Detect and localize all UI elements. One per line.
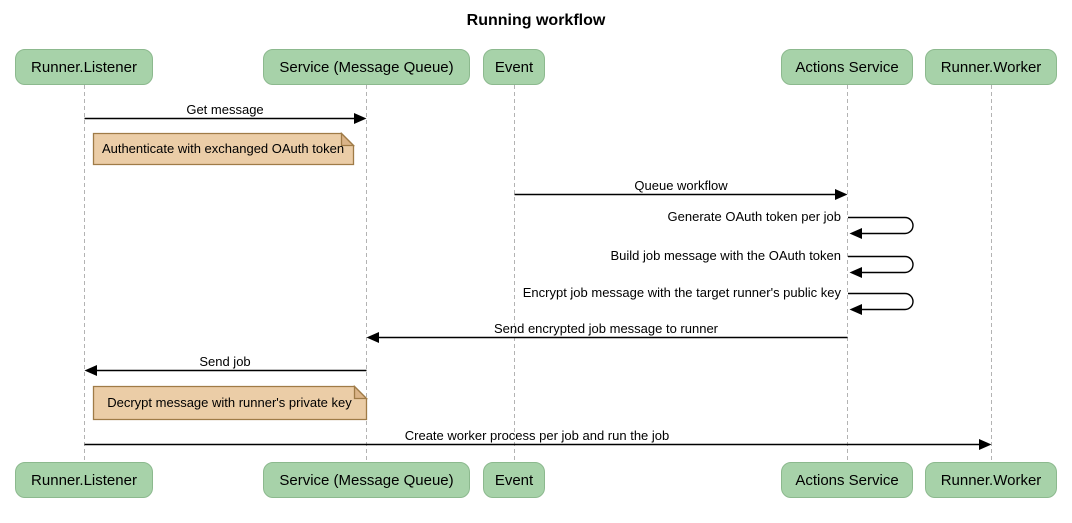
note-shapes bbox=[92, 131, 369, 421]
arrowhead-encrypt-job-message bbox=[849, 304, 862, 315]
message-arrows bbox=[84, 113, 992, 450]
participant-label: Actions Service bbox=[795, 58, 899, 76]
participant-event-bottom: Event bbox=[483, 462, 545, 498]
arrowhead-build-job-message bbox=[849, 267, 862, 278]
diagram-title: Running workflow bbox=[466, 12, 606, 29]
participant-label: Event bbox=[494, 471, 534, 489]
self-loop-generate-oauth bbox=[848, 216, 914, 235]
participant-runner-listener-bottom: Runner.Listener bbox=[15, 462, 153, 498]
participant-event-top: Event bbox=[483, 49, 545, 85]
self-loop-encrypt-job-message bbox=[848, 292, 914, 311]
message-label-create-worker: Create worker process per job and run th… bbox=[404, 428, 670, 443]
message-label-get-message: Get message bbox=[186, 102, 264, 117]
message-label-send-encrypted: Send encrypted job message to runner bbox=[493, 321, 719, 336]
message-label-generate-oauth: Generate OAuth token per job bbox=[667, 209, 841, 224]
participant-service-message-queue-bottom: Service (Message Queue) bbox=[263, 462, 470, 498]
participant-service-message-queue-top: Service (Message Queue) bbox=[263, 49, 470, 85]
participant-runner-worker-bottom: Runner.Worker bbox=[925, 462, 1057, 498]
arrowhead-send-job bbox=[84, 365, 97, 376]
note-authenticate: Authenticate with exchanged OAuth token bbox=[101, 141, 345, 156]
message-label-send-job: Send job bbox=[199, 354, 251, 369]
arrowhead-queue-workflow bbox=[835, 189, 848, 200]
participant-label: Runner.Worker bbox=[940, 471, 1042, 489]
participant-actions-service-top: Actions Service bbox=[781, 49, 913, 85]
self-loop-build-job-message bbox=[848, 255, 914, 274]
participant-runner-worker-top: Runner.Worker bbox=[925, 49, 1057, 85]
participant-label: Runner.Worker bbox=[940, 58, 1042, 76]
participant-label: Service (Message Queue) bbox=[279, 58, 454, 76]
arrowhead-generate-oauth bbox=[849, 228, 862, 239]
note-fold-icon bbox=[340, 131, 356, 147]
note-decrypt: Decrypt message with runner's private ke… bbox=[107, 395, 352, 410]
participant-actions-service-bottom: Actions Service bbox=[781, 462, 913, 498]
participant-label: Actions Service bbox=[795, 471, 899, 489]
message-label-encrypt-job-message: Encrypt job message with the target runn… bbox=[522, 285, 841, 300]
arrowhead-create-worker bbox=[979, 439, 992, 450]
message-label-queue-workflow: Queue workflow bbox=[634, 178, 728, 193]
arrowhead-send-encrypted bbox=[366, 332, 379, 343]
message-label-build-job-message: Build job message with the OAuth token bbox=[610, 248, 841, 263]
participant-runner-listener-top: Runner.Listener bbox=[15, 49, 153, 85]
note-shape-decrypt bbox=[92, 385, 368, 421]
participant-label: Service (Message Queue) bbox=[279, 471, 454, 489]
participant-label: Runner.Listener bbox=[31, 58, 137, 76]
arrowhead-get-message bbox=[354, 113, 367, 124]
participant-label: Runner.Listener bbox=[31, 471, 137, 489]
note-shape-authenticate bbox=[92, 132, 355, 166]
note-fold-icon bbox=[353, 384, 369, 400]
participant-label: Event bbox=[494, 58, 534, 76]
